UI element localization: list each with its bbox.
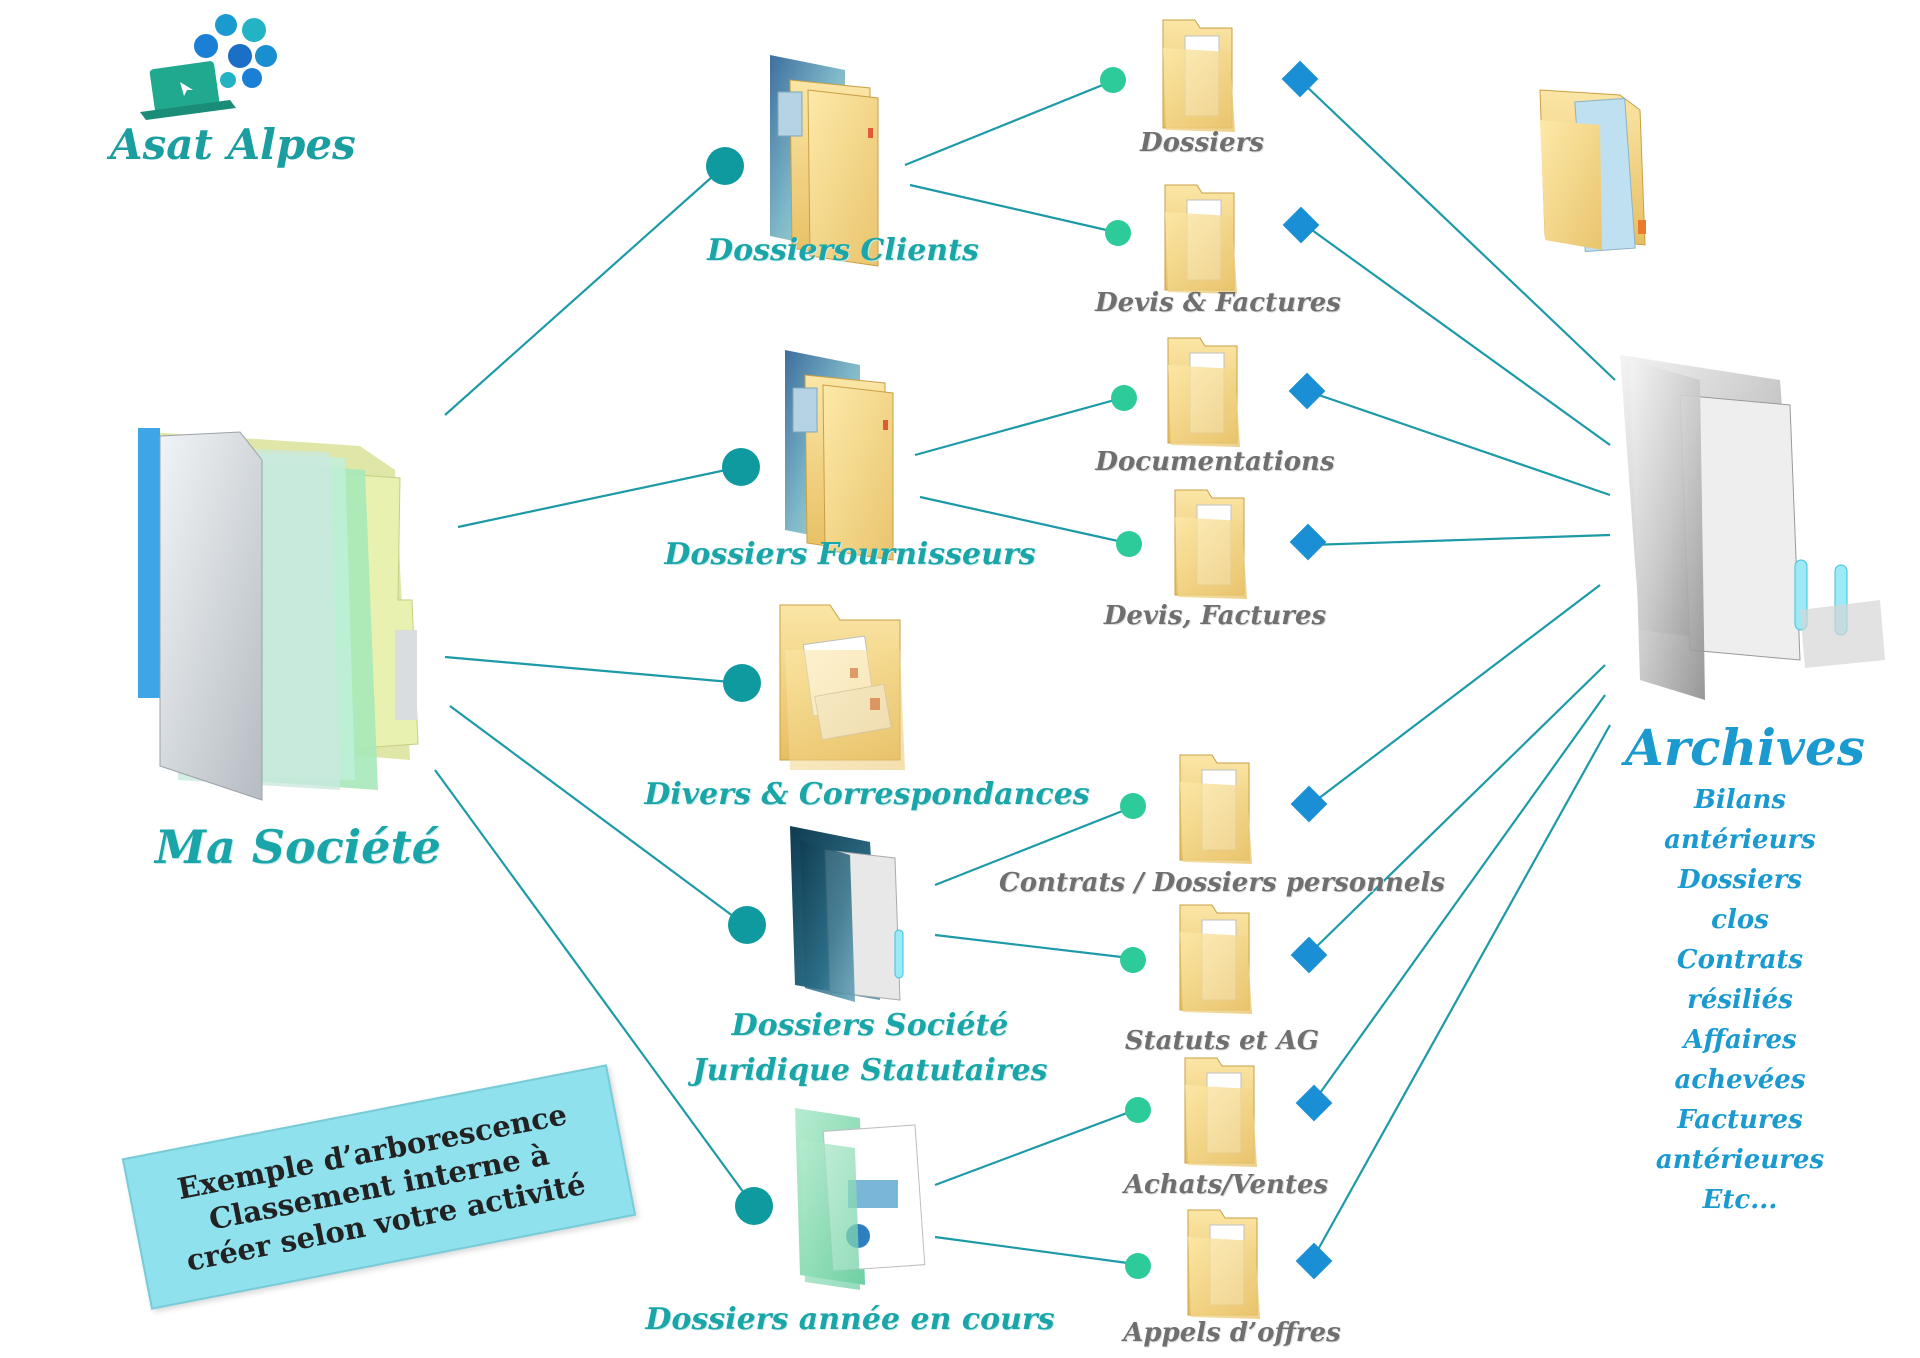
folder-clients-icon <box>770 55 879 267</box>
category-label-societe: Dossiers Société <box>731 1008 1009 1043</box>
subfolder-achats-icon <box>1184 1057 1257 1167</box>
subfolder-label-dossiers: Dossiers <box>1140 128 1264 158</box>
cloud-icon <box>242 18 266 42</box>
subfolder-label-achats: Achats/Ventes <box>1123 1170 1329 1200</box>
subfolder-documentations-icon <box>1167 337 1240 447</box>
chat-icon <box>242 68 262 88</box>
subfolder-dossiers-icon <box>1162 19 1235 132</box>
dot-clients <box>706 147 744 185</box>
dot-sub-contrats <box>1120 793 1146 819</box>
archives-item: Factures antérieures <box>1655 1105 1825 1175</box>
connector-annee-appels <box>934 1235 1136 1266</box>
folder-decorative-icon <box>1539 89 1646 253</box>
connector-arch-5 <box>1309 584 1601 806</box>
connector-arch-1 <box>1304 84 1616 381</box>
connector-arch-8 <box>1314 724 1611 1256</box>
subfolder-contrats-icon <box>1179 754 1252 864</box>
dot-sub-documentations <box>1111 385 1137 411</box>
category-dots <box>706 147 773 1225</box>
dot-icon <box>220 72 236 88</box>
dot-sub-devis-factures <box>1105 220 1131 246</box>
logo-graphic <box>140 14 277 120</box>
plug-icon <box>255 45 277 67</box>
diamond-8 <box>1295 1242 1333 1280</box>
diamond-1 <box>1281 60 1319 98</box>
subfolder-label-appels: Appels d’offres <box>1123 1318 1341 1348</box>
category-label-annee: Dossiers année en cours <box>645 1302 1055 1337</box>
dot-sub-appels <box>1125 1253 1151 1279</box>
subfolder-label-documentations: Documentations <box>1095 447 1335 477</box>
subfolder-label-devis: Devis, Factures <box>1103 601 1327 631</box>
subfolder-icons <box>1162 19 1260 1319</box>
folder-divers-icon <box>779 604 905 770</box>
category-label-societe-line2: Juridique Statutaires <box>692 1053 1048 1088</box>
clock-icon <box>215 14 237 36</box>
connector-arch-7 <box>1314 694 1606 1101</box>
diamond-5 <box>1290 785 1328 823</box>
connector-fourn-devis <box>919 495 1128 545</box>
archives-item: Contrats résiliés <box>1676 945 1804 1015</box>
connector-arch-2 <box>1304 224 1611 446</box>
connector-annee-achats <box>934 1108 1136 1187</box>
archives-list: Bilans antérieurs Dossiers clos Contrats… <box>1650 780 1830 1220</box>
connector-clients-dossiers <box>904 80 1111 167</box>
diamond-2 <box>1282 206 1320 244</box>
root-label: Ma Société <box>155 820 441 874</box>
diamond-3 <box>1288 372 1326 410</box>
dot-fournisseurs <box>722 448 760 486</box>
connector-arch-4 <box>1309 533 1611 547</box>
subfolder-label-statuts: Statuts et AG <box>1124 1026 1320 1056</box>
archive-diamonds <box>1281 60 1333 1280</box>
gear-icon <box>194 34 218 58</box>
category-label-clients: Dossiers Clients <box>707 233 979 268</box>
connector-societe-statuts <box>934 933 1131 960</box>
cursor-icon <box>180 82 193 96</box>
dot-sub-achats <box>1125 1097 1151 1123</box>
connector-arch-6 <box>1309 664 1606 954</box>
subfolder-appels-icon <box>1187 1209 1260 1319</box>
connector-root-divers <box>444 655 743 685</box>
root-folder-icon <box>138 428 419 801</box>
chart-icon <box>228 44 252 68</box>
connector-lines <box>434 80 1616 1266</box>
connector-societe-contrats <box>934 806 1131 887</box>
connector-fourn-doc <box>914 396 1123 457</box>
category-label-divers: Divers & Correspondances <box>644 777 1090 812</box>
diamond-7 <box>1295 1084 1333 1122</box>
connector-root-clients <box>444 167 723 416</box>
archives-item: Affaires achevées <box>1674 1025 1806 1095</box>
subfolder-devis-factures-icon <box>1164 184 1237 294</box>
category-label-fournisseurs: Dossiers Fournisseurs <box>664 537 1036 572</box>
folder-fournisseurs-icon <box>785 350 894 561</box>
dot-annee <box>735 1187 773 1225</box>
archives-item: Bilans antérieurs <box>1664 785 1816 855</box>
dot-sub-statuts <box>1120 947 1146 973</box>
dot-societe <box>728 906 766 944</box>
diamond-6 <box>1290 936 1328 974</box>
connector-clients-devis <box>909 183 1116 234</box>
archives-title: Archives <box>1625 718 1865 777</box>
dot-divers <box>723 664 761 702</box>
dot-sub-devis <box>1116 531 1142 557</box>
folder-societe-icon <box>790 826 904 1002</box>
subfolder-dots <box>1100 67 1151 1279</box>
diamond-4 <box>1289 523 1327 561</box>
archives-item: Dossiers clos <box>1678 865 1802 935</box>
subfolder-devis-icon <box>1174 489 1247 599</box>
connector-root-fournisseurs <box>457 465 741 529</box>
connector-root-societe <box>449 705 746 926</box>
logo-text: Asat Alpes <box>110 120 356 169</box>
archives-item: Etc... <box>1702 1185 1778 1215</box>
connector-arch-3 <box>1309 390 1611 497</box>
folder-annee-icon <box>795 1108 926 1290</box>
dot-sub-dossiers <box>1100 67 1126 93</box>
subfolder-label-contrats: Contrats / Dossiers personnels <box>999 868 1445 898</box>
subfolder-statuts-icon <box>1179 904 1252 1014</box>
archives-folder-icon <box>1620 355 1885 700</box>
connector-root-annee <box>434 769 753 1205</box>
laptop-base-icon <box>140 100 236 120</box>
subfolder-label-devis-factures: Devis & Factures <box>1095 288 1341 318</box>
